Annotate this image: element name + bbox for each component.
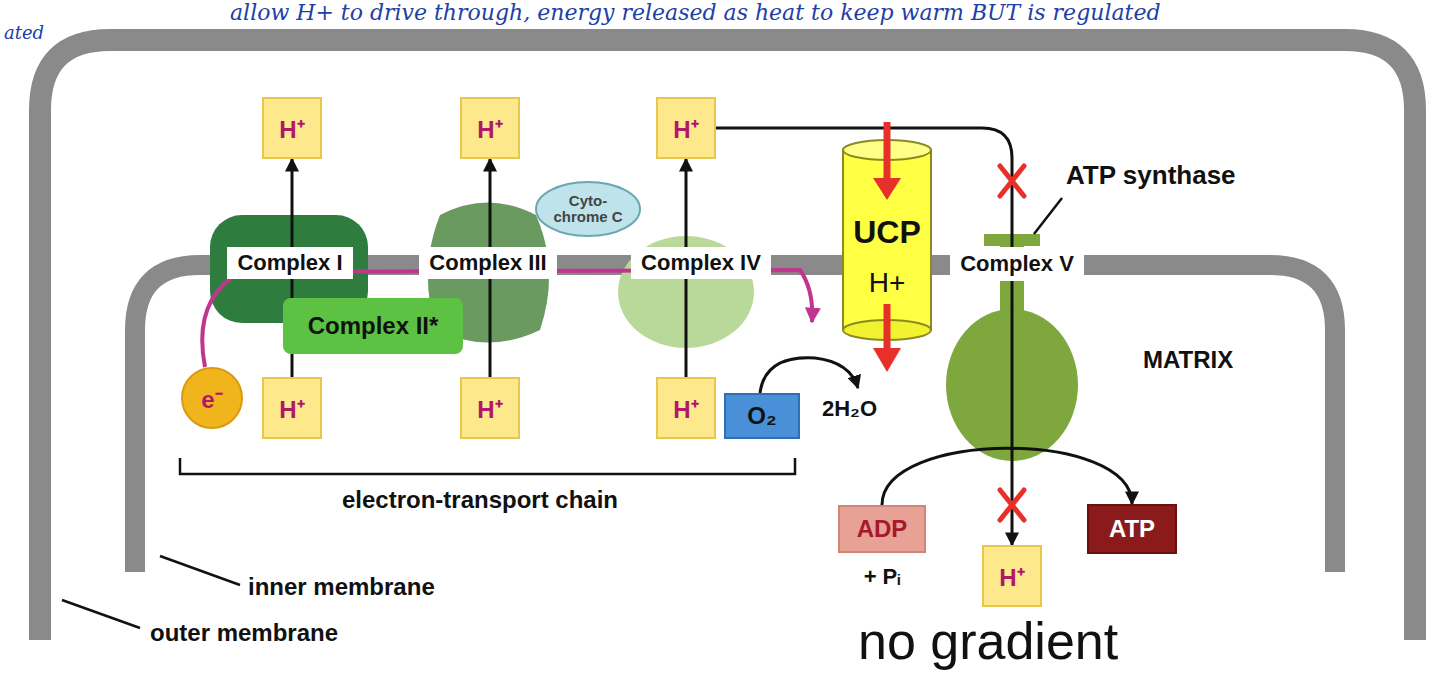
complex-label: Complex IV bbox=[631, 247, 771, 279]
atp-synthase-leader bbox=[1034, 198, 1062, 234]
node-text: H+ bbox=[840, 268, 934, 298]
proton: H⁺ bbox=[460, 377, 520, 439]
atp-box: ATP bbox=[1087, 504, 1177, 554]
outer-membrane bbox=[40, 40, 1415, 640]
complex-label: Complex I bbox=[227, 247, 353, 279]
proton: H⁺ bbox=[982, 545, 1042, 607]
part-label: outer membrane bbox=[150, 618, 338, 647]
product-label: 2H₂O bbox=[822, 396, 877, 422]
block-mark bbox=[1000, 490, 1024, 520]
proton: H⁺ bbox=[460, 97, 520, 159]
node-text: Complex V bbox=[960, 251, 1074, 277]
proton: H⁺ bbox=[262, 377, 322, 439]
cytochrome-c: Cyto- chrome C bbox=[534, 180, 642, 238]
node-text: H⁺ bbox=[279, 392, 304, 425]
node-text: Cyto- chrome C bbox=[548, 193, 628, 225]
note-text: no gradient bbox=[858, 610, 1118, 672]
node-text: H⁺ bbox=[673, 112, 698, 145]
bracket-label: electron-transport chain bbox=[342, 485, 618, 514]
outer-membrane-leader bbox=[62, 600, 140, 628]
proton-arrow bbox=[716, 128, 1012, 545]
complex-label: Complex V bbox=[950, 247, 1084, 281]
node-text: ADP bbox=[857, 515, 908, 543]
block-mark bbox=[1000, 166, 1024, 196]
ucp-channel: UCP H+ bbox=[840, 118, 934, 376]
inner-membrane-leader bbox=[160, 556, 240, 585]
complex-label: Complex III bbox=[419, 247, 557, 279]
node-text: Complex III bbox=[429, 250, 546, 276]
node-text: H⁺ bbox=[279, 112, 304, 145]
node-text: Complex IV bbox=[641, 250, 761, 276]
region-label: MATRIX bbox=[1143, 345, 1233, 374]
handwritten-note: ated bbox=[4, 22, 44, 44]
electron-path bbox=[202, 270, 812, 367]
etc-bracket bbox=[180, 458, 795, 474]
proton: H⁺ bbox=[656, 377, 716, 439]
electron: e⁻ bbox=[181, 367, 243, 429]
handwritten-note: allow H+ to drive through, energy releas… bbox=[230, 0, 1161, 26]
node-text: H⁺ bbox=[673, 392, 698, 425]
part-label: inner membrane bbox=[248, 572, 435, 601]
adp-box: ADP bbox=[838, 505, 926, 553]
proton: H⁺ bbox=[262, 97, 322, 159]
node-text: Complex I bbox=[237, 250, 342, 276]
node-text: O₂ bbox=[747, 402, 776, 430]
cytochrome-shape bbox=[536, 182, 640, 236]
oxygen: O₂ bbox=[724, 393, 800, 439]
part-label: ATP synthase bbox=[1066, 160, 1236, 191]
node-text: Complex II* bbox=[308, 312, 439, 340]
proton: H⁺ bbox=[656, 97, 716, 159]
phosphate-label: + Pᵢ bbox=[864, 564, 901, 590]
node-text: ATP bbox=[1109, 515, 1155, 543]
node-text: H⁺ bbox=[477, 392, 502, 425]
proton-flow-arrow bbox=[884, 122, 891, 180]
proton-flow-head bbox=[873, 178, 901, 200]
node-text: H⁺ bbox=[477, 112, 502, 145]
node-text: H⁺ bbox=[999, 560, 1024, 593]
proton-flow-arrow bbox=[884, 304, 891, 350]
node-text: UCP bbox=[840, 214, 934, 250]
block-mark bbox=[1000, 490, 1024, 520]
proton-flow-head bbox=[873, 348, 901, 372]
block-mark bbox=[1000, 166, 1024, 196]
node-text: e⁻ bbox=[201, 382, 222, 415]
complex-ii: Complex II* bbox=[283, 298, 463, 354]
oxygen-reaction-arrow bbox=[760, 358, 858, 393]
